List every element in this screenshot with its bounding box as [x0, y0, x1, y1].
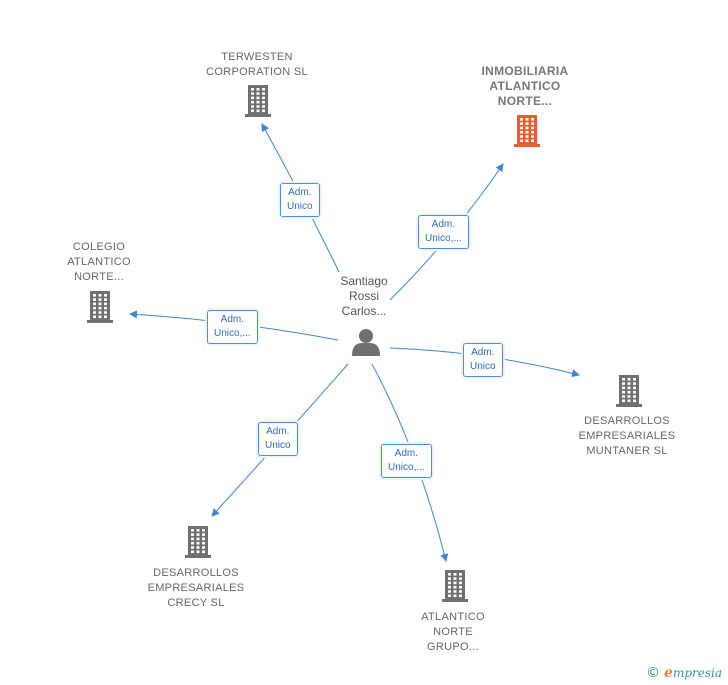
person-icon[interactable] — [352, 329, 380, 356]
label-line: Unico — [470, 361, 496, 372]
label-line: Adm. — [394, 448, 419, 459]
label-line: Unico,... — [388, 462, 425, 473]
label-line: Adm. — [266, 426, 290, 437]
label-line: ATLANTICO — [67, 256, 131, 268]
label-line: Unico,... — [214, 328, 251, 339]
brand-name: mpresia — [672, 666, 722, 680]
edge-label-colegio[interactable]: Adm. Unico,... — [207, 310, 258, 344]
label-line: NORTE... — [497, 94, 553, 108]
building-icon[interactable] — [185, 526, 211, 558]
building-icon[interactable] — [245, 85, 271, 117]
company-label-colegio[interactable]: COLEGIO ATLANTICO NORTE... — [39, 240, 159, 285]
label-line: Unico,... — [425, 233, 462, 244]
label-line: Adm. — [431, 219, 456, 230]
label-line: CORPORATION SL — [206, 66, 308, 78]
label-line: CRECY SL — [167, 597, 225, 609]
label-line: TERWESTEN — [221, 51, 293, 63]
label-line: GRUPO... — [427, 641, 479, 653]
label-line: Unico — [265, 440, 291, 451]
building-icon[interactable] — [616, 375, 642, 407]
label-line: Unico — [287, 201, 313, 212]
label-line: DESARROLLOS — [584, 415, 670, 427]
company-label-grupo[interactable]: ATLANTICO NORTE GRUPO... — [393, 610, 513, 655]
edge-label-terwesten[interactable]: Adm. Unico — [280, 183, 320, 217]
edge-label-grupo[interactable]: Adm. Unico,... — [381, 444, 432, 478]
label-line: DESARROLLOS — [153, 567, 239, 579]
copyright-symbol: © — [646, 665, 661, 681]
label-line: Adm. — [471, 347, 495, 358]
company-label-muntaner[interactable]: DESARROLLOS EMPRESARIALES MUNTANER SL — [557, 414, 697, 459]
label-line: EMPRESARIALES — [578, 430, 676, 442]
company-label-crecy[interactable]: DESARROLLOS EMPRESARIALES CRECY SL — [126, 566, 266, 611]
edge-label-muntaner[interactable]: Adm. Unico — [463, 343, 503, 377]
label-line: COLEGIO — [72, 241, 126, 253]
brand-e-letter: e — [664, 665, 673, 681]
label-line: ATLANTICO — [421, 611, 485, 623]
building-icon[interactable] — [442, 570, 468, 602]
label-line: MUNTANER SL — [586, 445, 668, 457]
label-line: EMPRESARIALES — [147, 582, 245, 594]
label-line: Rossi — [348, 289, 379, 303]
label-line: Carlos... — [341, 304, 387, 318]
label-line: NORTE... — [74, 271, 124, 283]
empresia-watermark: ©empresia — [646, 665, 722, 681]
building-icon[interactable] — [87, 291, 113, 323]
label-line: ATLANTICO — [489, 79, 561, 93]
edge-label-crecy[interactable]: Adm. Unico — [258, 422, 298, 456]
label-line: INMOBILIARIA — [481, 64, 569, 78]
company-label-terwesten[interactable]: TERWESTEN CORPORATION SL — [187, 50, 327, 80]
label-line: Adm. — [288, 187, 312, 198]
edge-label-inmobiliaria[interactable]: Adm. Unico,... — [418, 215, 469, 249]
label-line: Adm. — [220, 314, 245, 325]
label-line: NORTE — [433, 626, 473, 638]
building-icon[interactable] — [514, 115, 540, 147]
label-line: Santiago — [340, 274, 388, 288]
